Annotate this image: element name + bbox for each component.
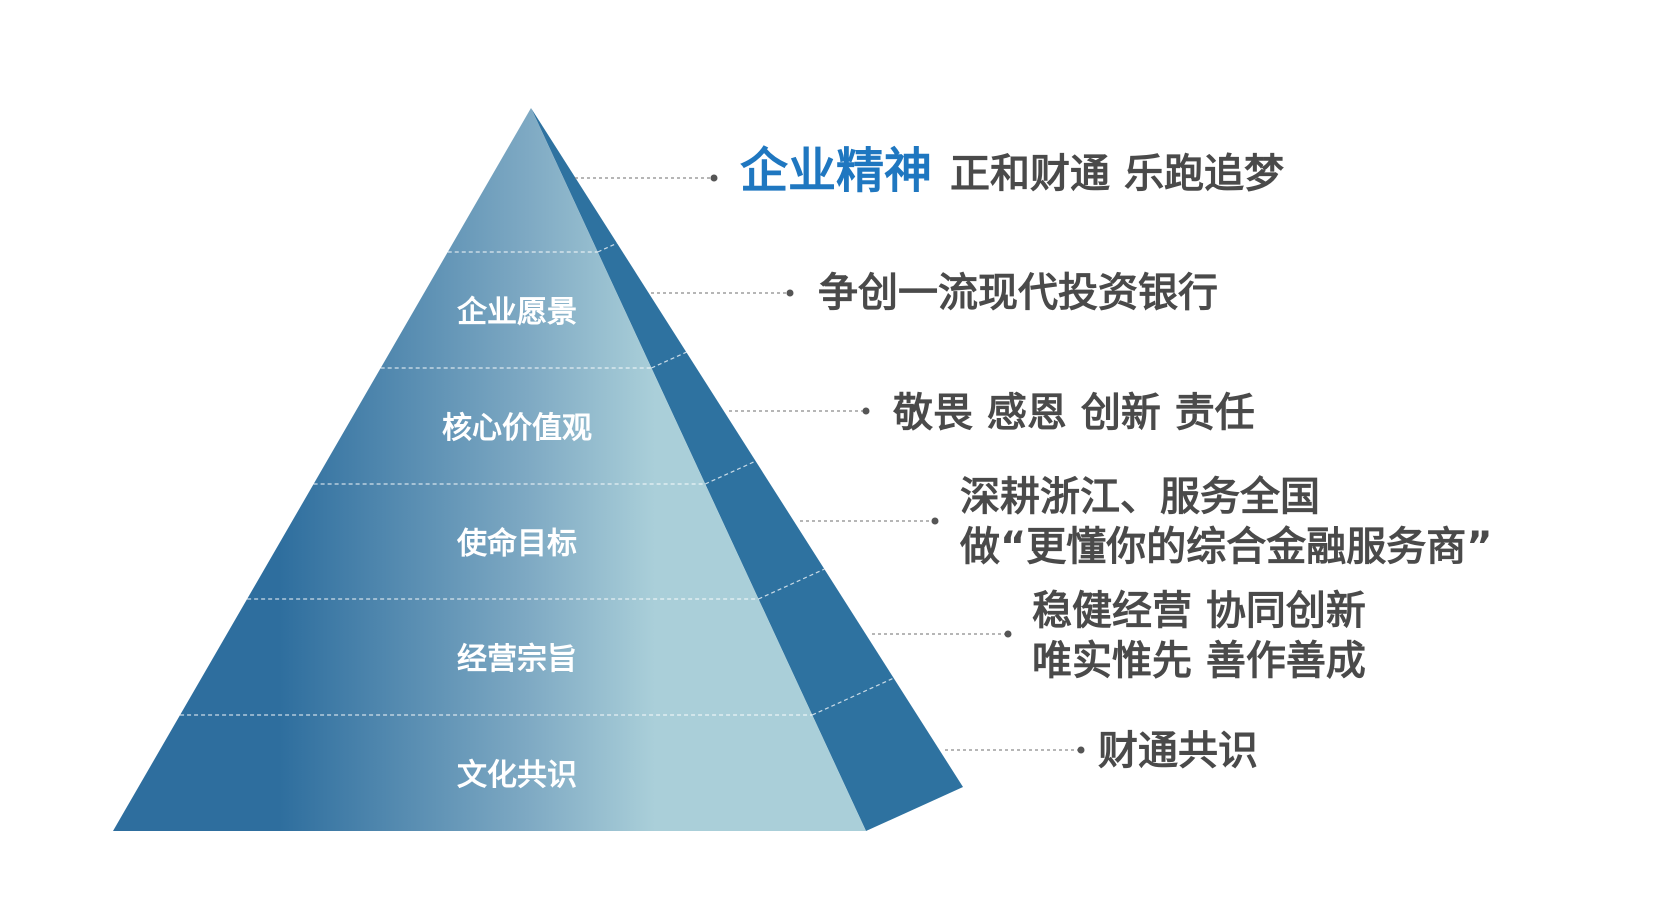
- connector-dot: [931, 517, 939, 525]
- description-line: 唯实惟先 善作善成: [1032, 638, 1366, 684]
- description-line: 稳健经营 协同创新: [1032, 588, 1366, 634]
- connector-dot: [1077, 746, 1085, 754]
- tier-label-operating-tenet: 经营宗旨: [457, 642, 577, 677]
- spirit-label: 企业精神: [740, 143, 933, 199]
- description-line: 财通共识: [1098, 728, 1258, 774]
- tier-label-vision: 企业愿景: [457, 295, 577, 330]
- spirit-description: 企业精神正和财通 乐跑追梦: [740, 146, 1284, 199]
- tier-divider: [651, 351, 687, 369]
- tier-label-core-values: 核心价值观: [442, 411, 592, 446]
- description-line: 做“更懂你的综合金融服务商”: [960, 524, 1493, 570]
- description-line: 敬畏 感恩 创新 责任: [893, 390, 1255, 436]
- culture-consensus-description: 财通共识: [1098, 726, 1258, 776]
- mission-description: 深耕浙江、服务全国 做“更懂你的综合金融服务商”: [960, 472, 1493, 572]
- vision-description: 争创一流现代投资银行: [818, 268, 1218, 318]
- connector-dot: [1004, 630, 1012, 638]
- core-values-description: 敬畏 感恩 创新 责任: [893, 388, 1255, 438]
- connector-dot: [862, 407, 870, 415]
- tier-divider: [597, 242, 618, 253]
- connector-dot: [710, 174, 718, 182]
- tier-divider: [704, 460, 756, 485]
- connector-dot: [786, 289, 794, 297]
- tier-label-culture-consensus: 文化共识: [457, 758, 577, 793]
- pyramid-front-face: [113, 108, 866, 831]
- description-line: 争创一流现代投资银行: [818, 270, 1218, 316]
- pyramid-side-face: [531, 108, 963, 831]
- spirit-value: 正和财通 乐跑追梦: [950, 151, 1284, 197]
- tier-divider: [812, 677, 894, 716]
- tier-label-mission: 使命目标: [456, 527, 577, 562]
- connector-lines: [575, 174, 1085, 754]
- tier-divider: [758, 568, 825, 600]
- operating-tenet-description: 稳健经营 协同创新 唯实惟先 善作善成: [1032, 586, 1366, 686]
- description-line: 深耕浙江、服务全国: [960, 474, 1320, 520]
- tier-dividers: [180, 242, 894, 716]
